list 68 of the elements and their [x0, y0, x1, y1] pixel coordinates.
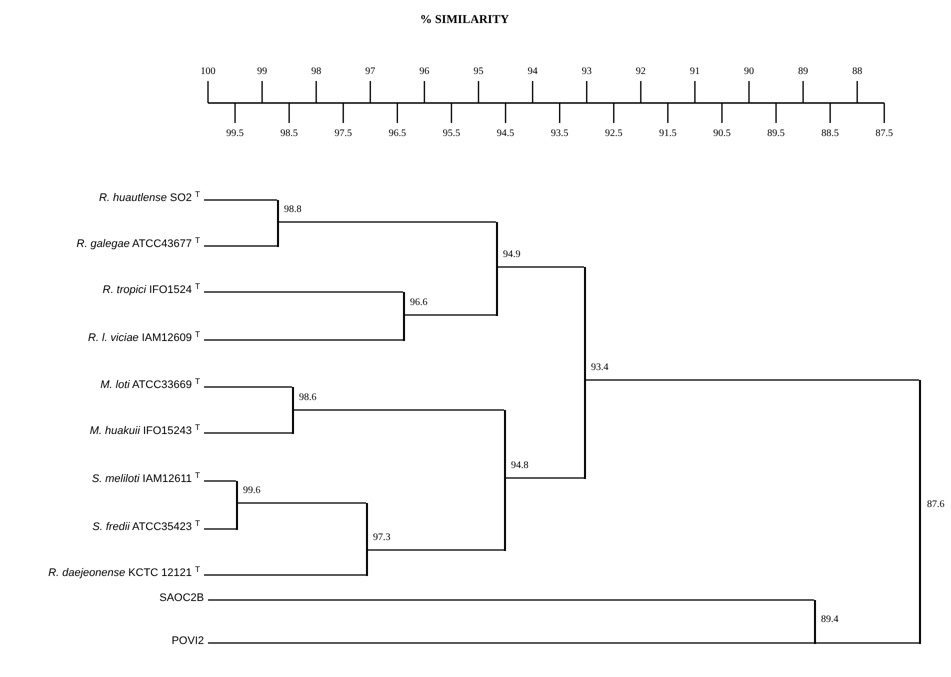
dendrogram-branch: [238, 502, 366, 504]
similarity-value: 89.4: [821, 615, 838, 625]
dendrogram-branch: [204, 291, 403, 293]
scale-tick-label: 100: [200, 67, 216, 77]
taxon-label: R. huautlense SO2 $^{T}$: [98, 193, 200, 204]
taxon-label: SAOC2B: [159, 593, 204, 604]
scale-tick-label: 87.5: [876, 129, 893, 139]
taxon-label: S. meliloti IAM12611 $^{T}$: [92, 474, 200, 485]
dendrogram-branch: [204, 245, 277, 247]
similarity-value: 93.4: [591, 363, 608, 373]
scale-tick-label: 95: [474, 67, 484, 77]
scale-tick-label: 88.5: [821, 129, 839, 139]
scale-tick-label: 98.5: [280, 129, 298, 139]
scale-tick-label: 94: [528, 67, 538, 77]
scale-tick-label: 93: [582, 67, 592, 77]
dendrogram-branch: [208, 599, 814, 601]
taxon-label: R. l. viciae IAM12609 $^{T}$: [88, 333, 200, 344]
chart-title: % SIMILARITY: [420, 11, 510, 28]
scale-tick-label: 98: [311, 67, 322, 77]
dendrogram-branch: [204, 386, 292, 388]
taxon-label: S. fredii ATCC35423 $^{T}$: [92, 522, 200, 533]
dendrogram-branch: [405, 314, 496, 316]
similarity-value: 87.6: [927, 500, 944, 510]
scale-tick-label: 88: [852, 67, 862, 77]
scale-tick-label: 99.5: [226, 129, 244, 139]
taxon-label: R. galegae ATCC43677 $^{T}$: [76, 239, 200, 250]
similarity-value: 98.8: [284, 205, 302, 215]
scale-tick-label: 97.5: [334, 129, 352, 139]
scale-tick-label: 96: [419, 67, 430, 77]
dendrogram-branch: [279, 221, 496, 223]
scale-tick-label: 96.5: [388, 129, 406, 139]
taxon-label: M. huakuii IFO15243 $^{T}$: [90, 426, 200, 437]
dendrogram-branch: [586, 379, 919, 381]
scale-tick-label: 99: [257, 67, 268, 77]
taxon-label: R. daejeonense KCTC 12121 $^{T}$: [48, 568, 200, 579]
similarity-value: 97.3: [373, 533, 390, 543]
dendrogram-branch: [498, 266, 584, 268]
dendrogram-branch: [208, 642, 814, 644]
scale-tick-label: 89.5: [767, 129, 785, 139]
scale-tick-label: 93.5: [550, 129, 568, 139]
scale-tick-label: 92.5: [605, 129, 622, 139]
dendrogram-branch: [204, 528, 236, 530]
dendrogram-branch: [506, 477, 584, 479]
dendrogram-branch: [204, 339, 403, 341]
similarity-value: 96.6: [410, 298, 428, 308]
scale-tick-label: 91: [690, 67, 700, 77]
dendrogram-branch: [204, 574, 366, 576]
similarity-value: 94.8: [511, 461, 528, 471]
scale-tick-label: 89: [798, 67, 808, 77]
taxon-label: R. tropici IFO1524 $^{T}$: [102, 285, 200, 296]
dendrogram-branch: [816, 642, 919, 644]
dendrogram-branch: [204, 480, 236, 482]
scale-tick-label: 92: [636, 67, 646, 77]
scale-tick-label: 94.5: [496, 129, 514, 139]
similarity-value: 99.6: [243, 486, 260, 496]
dendrogram-branch: [368, 549, 504, 551]
similarity-value: 94.9: [503, 250, 520, 260]
scale-tick-label: 91.5: [659, 129, 677, 139]
dendrogram-branch: [204, 199, 277, 201]
scale-tick-label: 95.5: [442, 129, 460, 139]
scale-tick-label: 90: [744, 67, 754, 77]
dendrogram-branch: [204, 432, 292, 434]
scale-tick-label: 97: [365, 67, 376, 77]
taxon-label: POVI2: [172, 636, 204, 647]
dendrogram-branch: [294, 409, 504, 411]
similarity-value: 98.6: [299, 393, 316, 403]
scale-tick-label: 90.5: [713, 129, 731, 139]
taxon-label: M. loti ATCC33669 $^{T}$: [100, 380, 200, 391]
